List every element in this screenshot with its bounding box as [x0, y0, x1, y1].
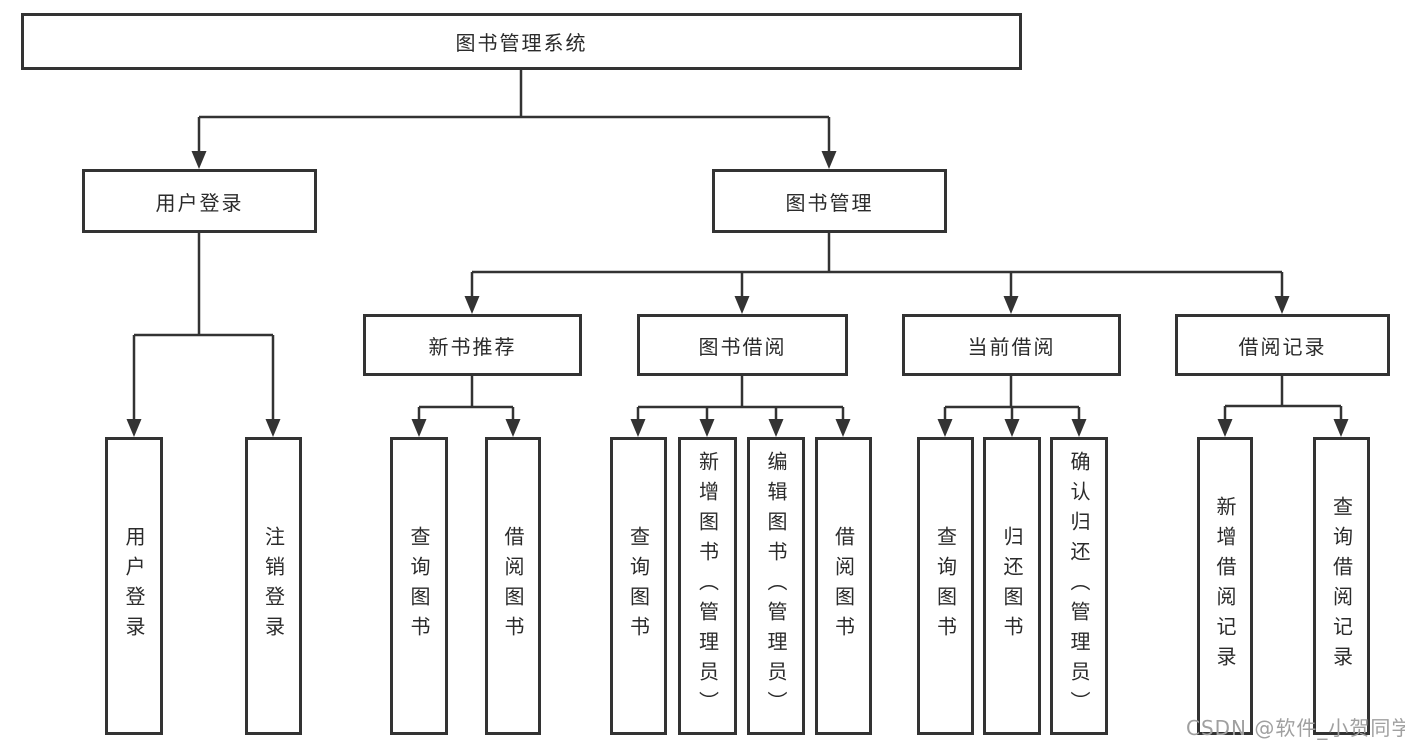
- connector-newbook-to-leaves: [411, 375, 521, 437]
- node-book-borrowing: 图书借阅: [637, 314, 848, 376]
- node-borrowing-records: 借阅记录: [1175, 314, 1390, 376]
- leaf-logout: 注销登录: [245, 437, 302, 735]
- leaf-query-books-newbook: 查询图书: [390, 437, 448, 735]
- leaf-query-books-current: 查询图书: [917, 437, 974, 735]
- connector-bookborrow-to-leaves: [630, 375, 851, 437]
- leaf-add-book-admin: 新增图书（管理员）: [678, 437, 737, 735]
- connector-userlogin-to-leaves: [126, 233, 281, 437]
- connector-currentborrow-to-leaves: [937, 375, 1087, 437]
- node-book-management: 图书管理: [712, 169, 947, 233]
- leaf-borrow-books-newbook: 借阅图书: [485, 437, 541, 735]
- connector-bookmgmt-to-level3: [464, 233, 1290, 314]
- csdn-watermark: CSDN @软件_小贺同学: [1186, 716, 1405, 740]
- leaf-query-borrow-record: 查询借阅记录: [1313, 437, 1370, 735]
- node-user-login: 用户登录: [82, 169, 317, 233]
- leaf-query-books-borrow: 查询图书: [610, 437, 667, 735]
- node-new-book-recommend: 新书推荐: [363, 314, 582, 376]
- connector-records-to-leaves: [1217, 375, 1349, 437]
- leaf-confirm-return-admin: 确认归还（管理员）: [1050, 437, 1108, 735]
- node-current-borrowing: 当前借阅: [902, 314, 1121, 376]
- leaf-borrow-books-borrow: 借阅图书: [815, 437, 872, 735]
- leaf-add-borrow-record: 新增借阅记录: [1197, 437, 1253, 735]
- node-root: 图书管理系统: [21, 13, 1022, 70]
- leaf-edit-book-admin: 编辑图书（管理员）: [747, 437, 805, 735]
- leaf-return-books: 归还图书: [983, 437, 1041, 735]
- leaf-user-login: 用户登录: [105, 437, 163, 735]
- connector-root-to-level2: [191, 70, 837, 169]
